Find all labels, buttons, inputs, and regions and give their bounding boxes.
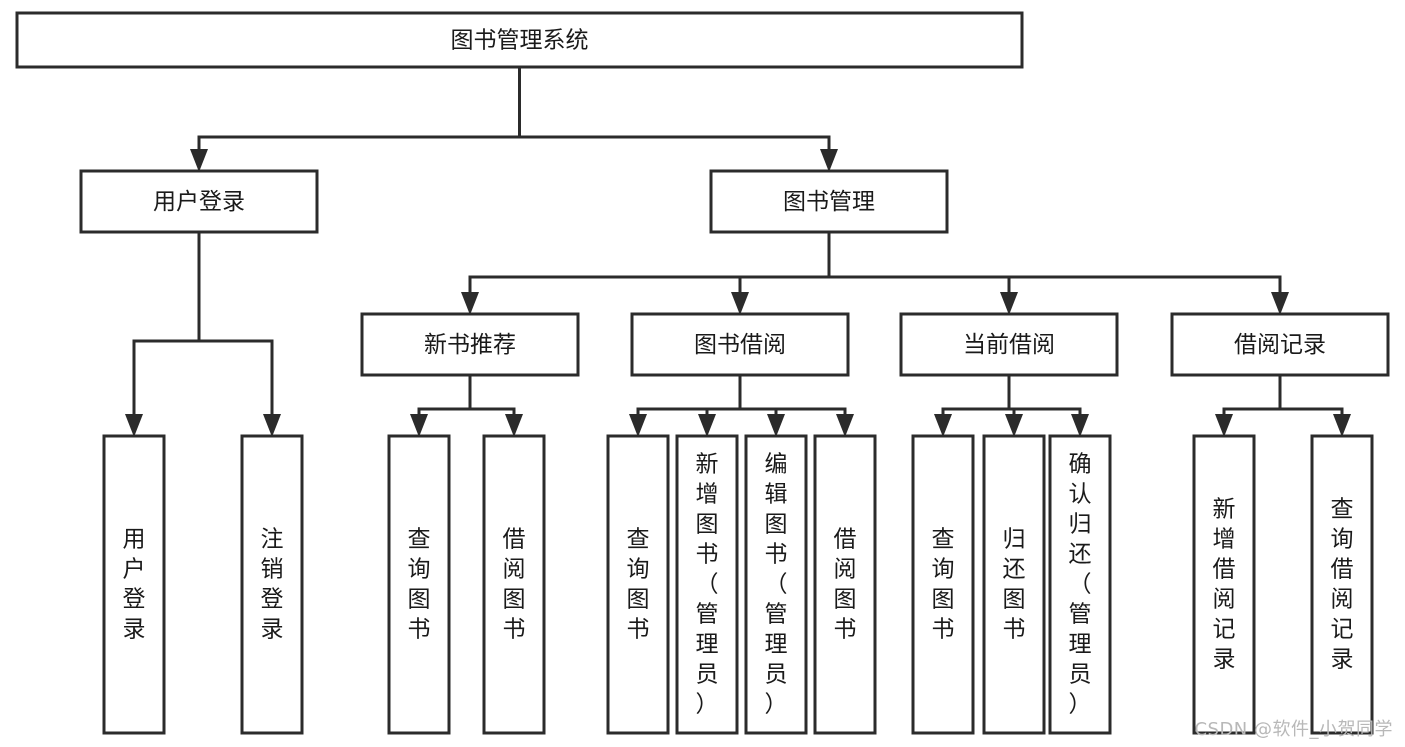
node-box bbox=[240, 434, 304, 735]
node-label: 新书推荐 bbox=[424, 332, 516, 358]
node-leaf-user-login[interactable]: 用户登录 bbox=[102, 434, 166, 735]
node-new-book-rec[interactable]: 新书推荐 bbox=[360, 312, 580, 377]
arrow-head-icon bbox=[836, 414, 854, 437]
arrow-head-icon bbox=[934, 414, 952, 437]
node-leaf-query-book-2[interactable]: 查询图书 bbox=[606, 434, 670, 735]
node-user-login[interactable]: 用户登录 bbox=[79, 169, 319, 234]
node-box bbox=[982, 434, 1046, 735]
node-box bbox=[630, 312, 850, 377]
node-leaf-borrow-book-2[interactable]: 借阅图书 bbox=[813, 434, 877, 735]
arrow-head-icon bbox=[1005, 414, 1023, 437]
node-box bbox=[1048, 434, 1112, 735]
node-label: 新增借阅记录 bbox=[1213, 497, 1236, 673]
node-box bbox=[102, 434, 166, 735]
edge-layer bbox=[125, 65, 1351, 437]
node-leaf-borrow-book-1[interactable]: 借阅图书 bbox=[482, 434, 546, 735]
arrow-head-icon bbox=[1000, 292, 1018, 315]
node-label: 当前借阅 bbox=[963, 332, 1055, 358]
node-label: 注销登录 bbox=[261, 527, 284, 643]
node-label: 用户登录 bbox=[123, 527, 146, 643]
node-leaf-query-book-1[interactable]: 查询图书 bbox=[387, 434, 451, 735]
node-box bbox=[1170, 312, 1390, 377]
node-box bbox=[606, 434, 670, 735]
node-current-borrow[interactable]: 当前借阅 bbox=[899, 312, 1119, 377]
arrow-head-icon bbox=[461, 292, 479, 315]
arrow-head-icon bbox=[263, 414, 281, 437]
arrow-head-icon bbox=[1215, 414, 1233, 437]
node-leaf-logout[interactable]: 注销登录 bbox=[240, 434, 304, 735]
node-label: 借阅图书 bbox=[834, 527, 857, 643]
node-leaf-return-book[interactable]: 归还图书 bbox=[982, 434, 1046, 735]
node-box bbox=[15, 11, 1024, 69]
arrow-head-icon bbox=[1271, 292, 1289, 315]
node-leaf-query-record[interactable]: 查询借阅记录 bbox=[1310, 434, 1374, 735]
node-box bbox=[1310, 434, 1374, 735]
node-box bbox=[709, 169, 949, 234]
node-label: 查询图书 bbox=[932, 527, 955, 643]
arrow-head-icon bbox=[190, 149, 208, 172]
node-label: 借阅记录 bbox=[1234, 332, 1326, 358]
node-leaf-add-book[interactable]: 新增图书（管理员） bbox=[675, 434, 739, 735]
node-box bbox=[482, 434, 546, 735]
node-label: 确认归还（管理员） bbox=[1069, 452, 1092, 718]
arrow-head-icon bbox=[1333, 414, 1351, 437]
node-leaf-query-book-3[interactable]: 查询图书 bbox=[911, 434, 975, 735]
node-box bbox=[360, 312, 580, 377]
node-box bbox=[387, 434, 451, 735]
node-label: 新增图书（管理员） bbox=[696, 452, 719, 718]
node-root[interactable]: 图书管理系统 bbox=[15, 11, 1024, 69]
node-label: 图书借阅 bbox=[694, 332, 786, 358]
node-label: 借阅图书 bbox=[503, 527, 526, 643]
arrow-head-icon bbox=[125, 414, 143, 437]
node-box bbox=[675, 434, 739, 735]
node-box bbox=[899, 312, 1119, 377]
node-layer: 图书管理系统用户登录图书管理新书推荐图书借阅当前借阅借阅记录用户登录注销登录查询… bbox=[15, 11, 1390, 735]
node-label: 图书管理 bbox=[783, 189, 875, 215]
arrow-head-icon bbox=[629, 414, 647, 437]
arrow-head-icon bbox=[767, 414, 785, 437]
node-label: 查询图书 bbox=[408, 527, 431, 643]
node-borrow-record[interactable]: 借阅记录 bbox=[1170, 312, 1390, 377]
arrow-head-icon bbox=[1071, 414, 1089, 437]
node-leaf-edit-book[interactable]: 编辑图书（管理员） bbox=[744, 434, 808, 735]
node-label: 编辑图书（管理员） bbox=[765, 452, 788, 718]
node-book-borrow[interactable]: 图书借阅 bbox=[630, 312, 850, 377]
node-label: 用户登录 bbox=[153, 189, 245, 215]
node-box bbox=[813, 434, 877, 735]
arrow-head-icon bbox=[820, 149, 838, 172]
node-box bbox=[1192, 434, 1256, 735]
node-leaf-confirm-return[interactable]: 确认归还（管理员） bbox=[1048, 434, 1112, 735]
node-label: 查询借阅记录 bbox=[1331, 497, 1354, 673]
node-book-manage[interactable]: 图书管理 bbox=[709, 169, 949, 234]
node-box bbox=[911, 434, 975, 735]
node-label: 图书管理系统 bbox=[451, 28, 589, 54]
arrow-head-icon bbox=[731, 292, 749, 315]
node-leaf-add-record[interactable]: 新增借阅记录 bbox=[1192, 434, 1256, 735]
arrow-head-icon bbox=[410, 414, 428, 437]
node-box bbox=[79, 169, 319, 234]
arrow-head-icon bbox=[505, 414, 523, 437]
arrow-head-icon bbox=[698, 414, 716, 437]
node-box bbox=[744, 434, 808, 735]
node-label: 查询图书 bbox=[627, 527, 650, 643]
node-label: 归还图书 bbox=[1003, 527, 1026, 643]
